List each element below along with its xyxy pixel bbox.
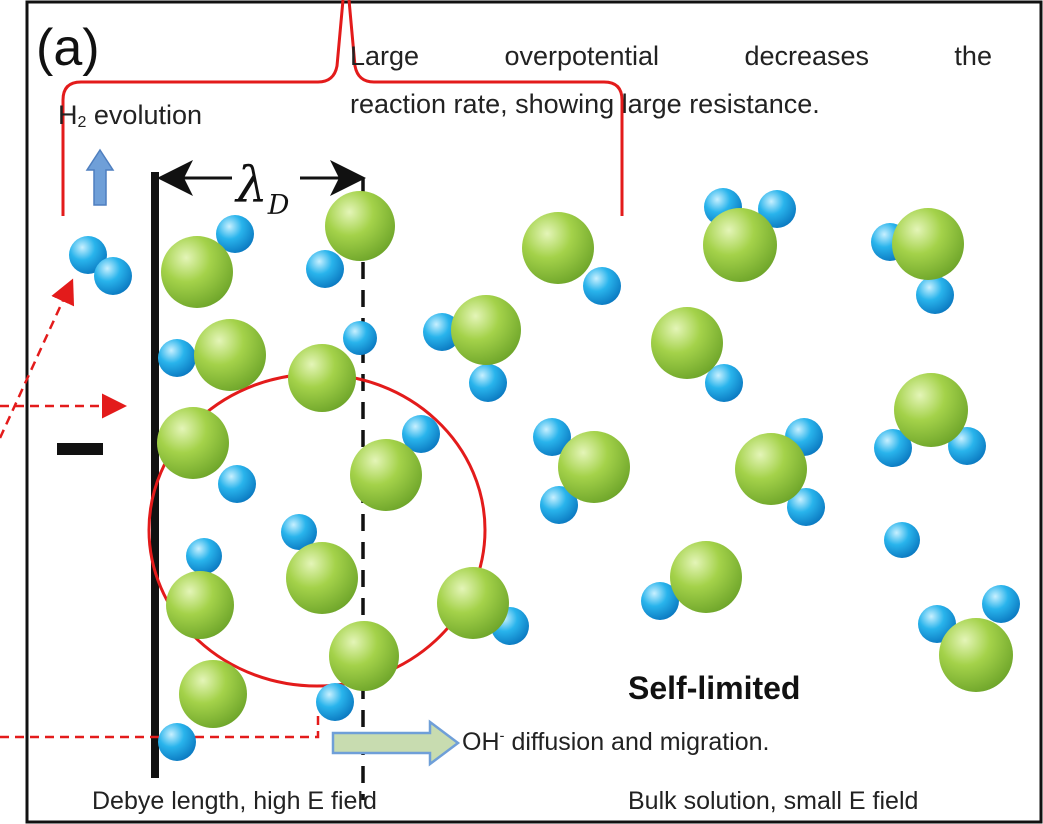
oh-diffusion-label: OH- diffusion and migration. bbox=[462, 725, 769, 759]
h2-label-subscript: 2 bbox=[77, 114, 87, 131]
hydroxide-ion bbox=[157, 407, 256, 503]
oh-rest: diffusion and migration. bbox=[504, 728, 770, 756]
red-dashed-line-bottom bbox=[0, 710, 320, 739]
panel-label: (a) bbox=[36, 19, 100, 77]
water-molecule bbox=[533, 418, 630, 524]
water-molecule bbox=[871, 208, 964, 314]
debye-caption: Debye length, high E field bbox=[92, 787, 377, 815]
bulk-caption: Bulk solution, small E field bbox=[628, 787, 919, 815]
lambda-subscript: D bbox=[267, 190, 290, 221]
h2-up-arrow bbox=[85, 148, 115, 206]
oh-charge: - bbox=[499, 727, 505, 745]
water-molecule bbox=[918, 585, 1020, 692]
hydroxide-ion bbox=[306, 191, 395, 288]
hydroxide-ion bbox=[161, 215, 254, 308]
hydroxide-ion bbox=[288, 321, 377, 412]
overpotential-text-line2: reaction rate, showing large resistance. bbox=[350, 89, 820, 119]
h2-molecule bbox=[69, 236, 132, 295]
overpotential-word: the bbox=[954, 41, 992, 71]
oh-ion: OH bbox=[462, 728, 500, 756]
overpotential-word: Large bbox=[350, 41, 420, 71]
hydroxide-ion bbox=[423, 295, 521, 402]
self-limited-label: Self-limited bbox=[628, 670, 801, 706]
hydroxide-ion bbox=[522, 212, 621, 305]
water-molecule bbox=[166, 514, 358, 639]
lambda-symbol: λ bbox=[236, 156, 268, 214]
h2-evolution-label: H2 evolution bbox=[58, 98, 202, 140]
h2-label-h: H bbox=[58, 100, 78, 130]
h2-label-suffix: evolution bbox=[86, 100, 202, 130]
water-molecule bbox=[735, 418, 825, 526]
hydroxide-ion bbox=[158, 319, 266, 391]
hydroxide-ion bbox=[350, 415, 440, 511]
hydroxide-ion bbox=[158, 660, 247, 761]
water-molecule bbox=[874, 373, 986, 467]
debye-length-symbol: λD bbox=[236, 158, 289, 233]
hydroxide-ion bbox=[437, 567, 529, 645]
hydroxide-ion bbox=[641, 541, 742, 620]
red-dashed-arrow-h2 bbox=[0, 278, 75, 439]
overpotential-word: overpotential bbox=[504, 41, 660, 71]
figure-frame bbox=[25, 0, 1043, 824]
overpotential-word: decreases bbox=[744, 41, 870, 71]
overpotential-text-line1: Large overpotential decreases the bbox=[350, 38, 992, 74]
lone-h-atom bbox=[884, 522, 920, 558]
oh-diffusion-arrow bbox=[331, 719, 461, 767]
hydroxide-ion bbox=[316, 621, 399, 721]
electrode-minus-sign: – bbox=[57, 443, 103, 455]
hydroxide-ion bbox=[651, 307, 743, 402]
red-bracket bbox=[61, 0, 624, 216]
water-molecule bbox=[703, 188, 796, 282]
